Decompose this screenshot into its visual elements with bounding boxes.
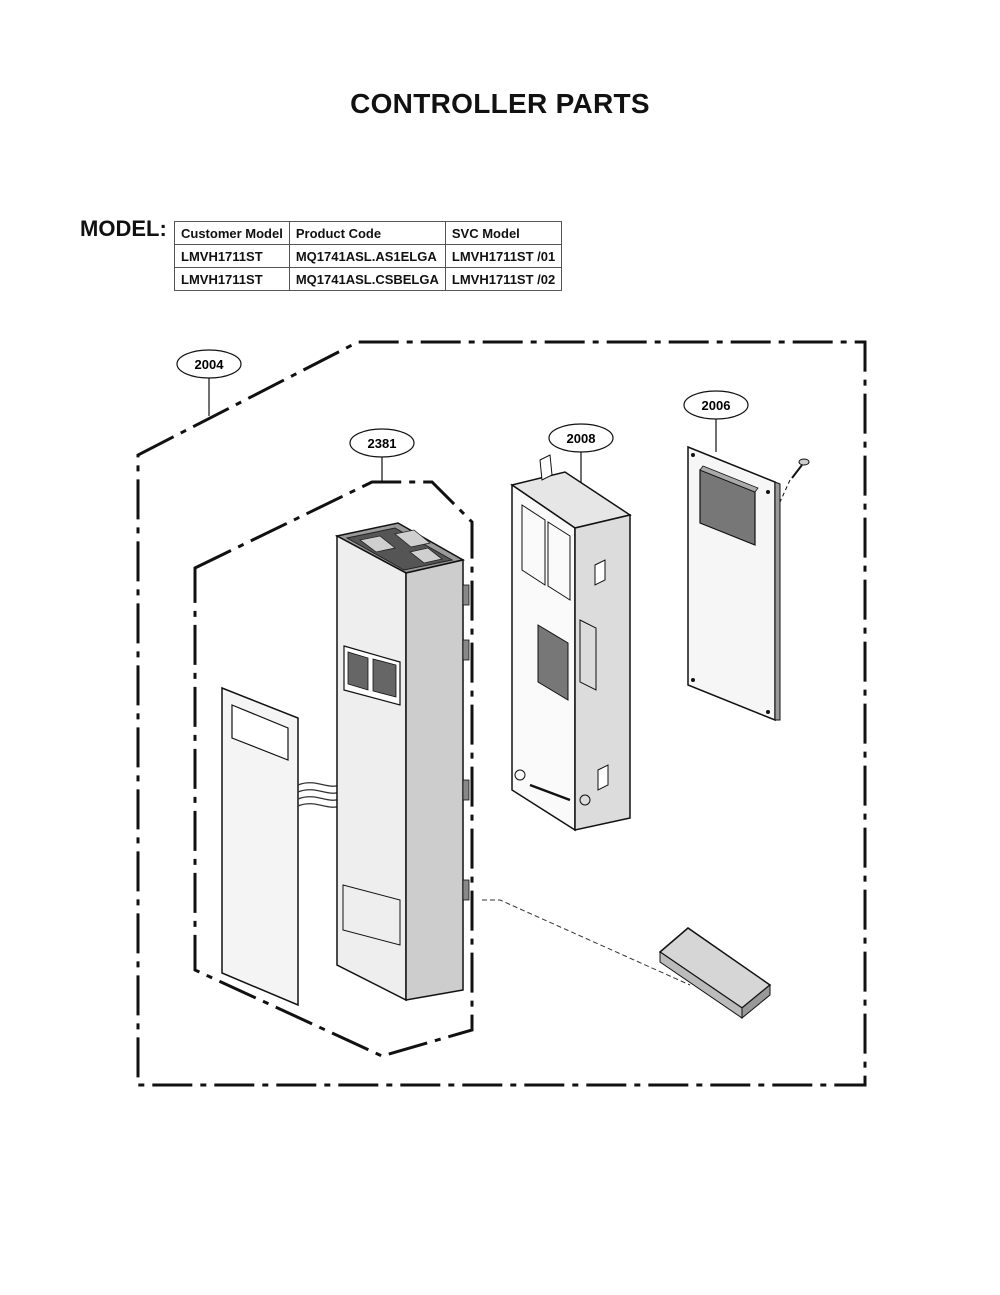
- page-title: CONTROLLER PARTS: [350, 88, 650, 119]
- leader-line: [482, 899, 691, 986]
- membrane-sheet: [221, 686, 341, 1007]
- table-row: LMVH1711ST MQ1741ASL.AS1ELGA LMVH1711ST …: [174, 244, 563, 268]
- assembly-boundary: [136, 340, 867, 1087]
- model-label: MODEL:: [80, 216, 167, 241]
- callout-2008: 2008: [548, 423, 614, 490]
- screw: [779, 458, 810, 503]
- pcb-board: [687, 445, 781, 722]
- callout-2008-label: 2008: [567, 431, 596, 446]
- callout-2004: 2004: [176, 349, 242, 416]
- header-customer-model: Customer Model: [174, 221, 290, 245]
- cell-product-code: MQ1741ASL.AS1ELGA: [288, 244, 446, 268]
- cell-svc-model: LMVH1711ST /02: [444, 267, 563, 291]
- cell-svc-model: LMVH1711ST /01: [444, 244, 563, 268]
- callout-2381: 2381: [349, 428, 415, 482]
- callout-2004-label: 2004: [195, 357, 225, 372]
- header-svc-model: SVC Model: [444, 221, 563, 245]
- callout-2006-label: 2006: [702, 398, 731, 413]
- front-panel-frame: [334, 522, 470, 1002]
- cell-product-code: MQ1741ASL.CSBELGA: [288, 267, 446, 291]
- spring-clip: [658, 927, 772, 1020]
- callout-2006: 2006: [683, 390, 749, 452]
- model-table-header-row: Customer Model Product Code SVC Model: [174, 221, 563, 245]
- pcb-bracket: [510, 454, 632, 832]
- table-row: LMVH1711ST MQ1741ASL.CSBELGA LMVH1711ST …: [174, 267, 563, 291]
- callout-2381-label: 2381: [368, 436, 397, 451]
- model-table: Customer Model Product Code SVC Model LM…: [174, 221, 563, 291]
- cell-customer-model: LMVH1711ST: [174, 267, 290, 291]
